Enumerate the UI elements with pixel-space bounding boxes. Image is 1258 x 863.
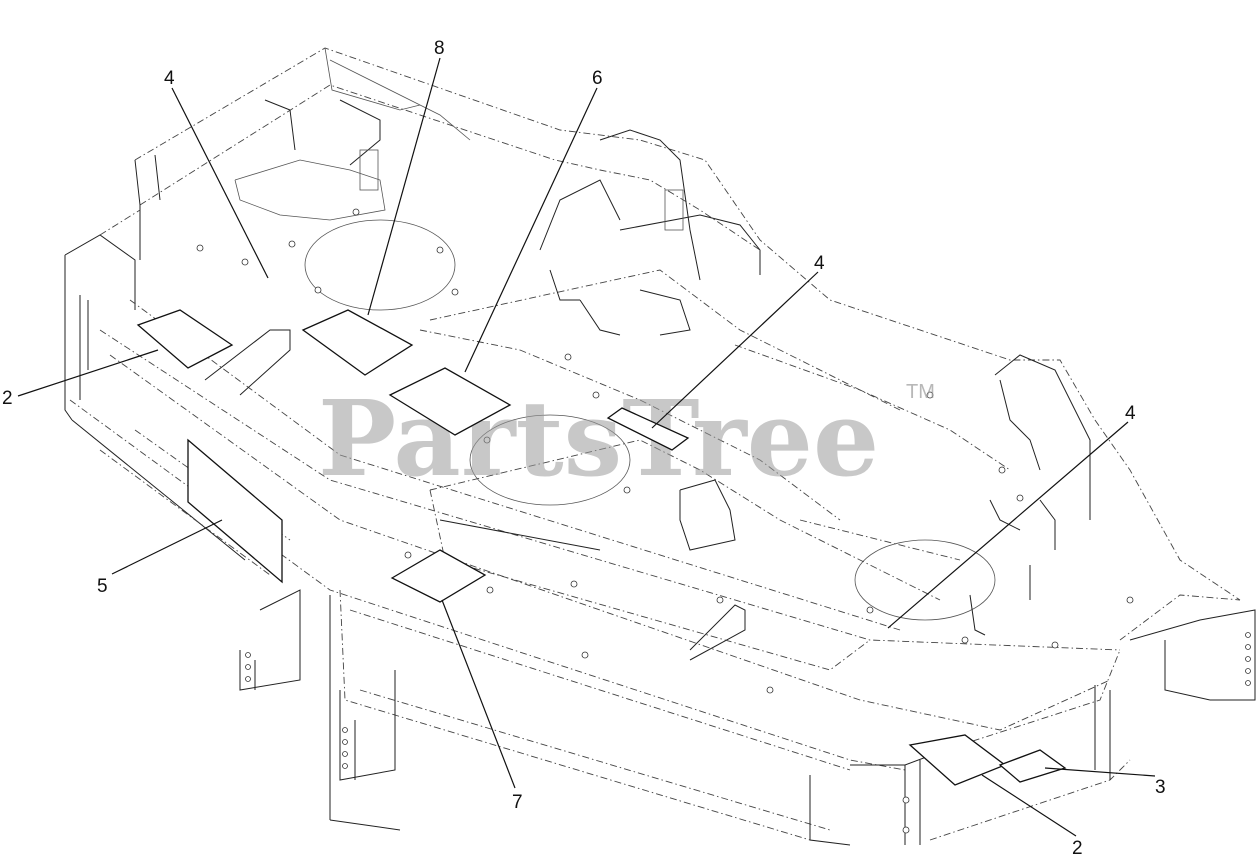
leader-6 (464, 87, 598, 373)
leader-5 (111, 519, 223, 575)
leader-7 (441, 599, 516, 789)
decal-7 (390, 549, 487, 603)
callout-8: 8 (434, 38, 445, 59)
callout-6: 6 (592, 68, 603, 89)
decal-3 (998, 749, 1067, 783)
leader-3 (1044, 767, 1156, 777)
decal-4-center (606, 407, 690, 451)
callout-4-center: 4 (814, 253, 825, 274)
decal-5 (187, 438, 283, 584)
decals (136, 309, 1067, 786)
callout-7: 7 (512, 792, 523, 813)
callout-2-left: 2 (2, 388, 13, 409)
leader-8 (367, 57, 441, 316)
decal-6 (388, 367, 512, 436)
leader-2-left (17, 349, 159, 397)
callout-5: 5 (97, 576, 108, 597)
decal-2-right (908, 734, 1007, 786)
decal-8 (301, 309, 414, 376)
callout-labels: 4 8 6 4 2 4 5 7 3 2 (2, 38, 1166, 859)
leader-4-center (651, 271, 819, 429)
callout-4-left: 4 (164, 68, 175, 89)
callout-3: 3 (1155, 777, 1166, 798)
watermark-trademark: TM (906, 381, 935, 403)
leader-2-right (981, 774, 1077, 837)
leader-4-left (171, 87, 269, 279)
callout-4-right: 4 (1125, 403, 1136, 424)
leader-4-right (887, 421, 1129, 629)
decal-2-left (136, 309, 234, 369)
callout-2-right: 2 (1072, 838, 1083, 859)
leader-lines (17, 57, 1156, 837)
